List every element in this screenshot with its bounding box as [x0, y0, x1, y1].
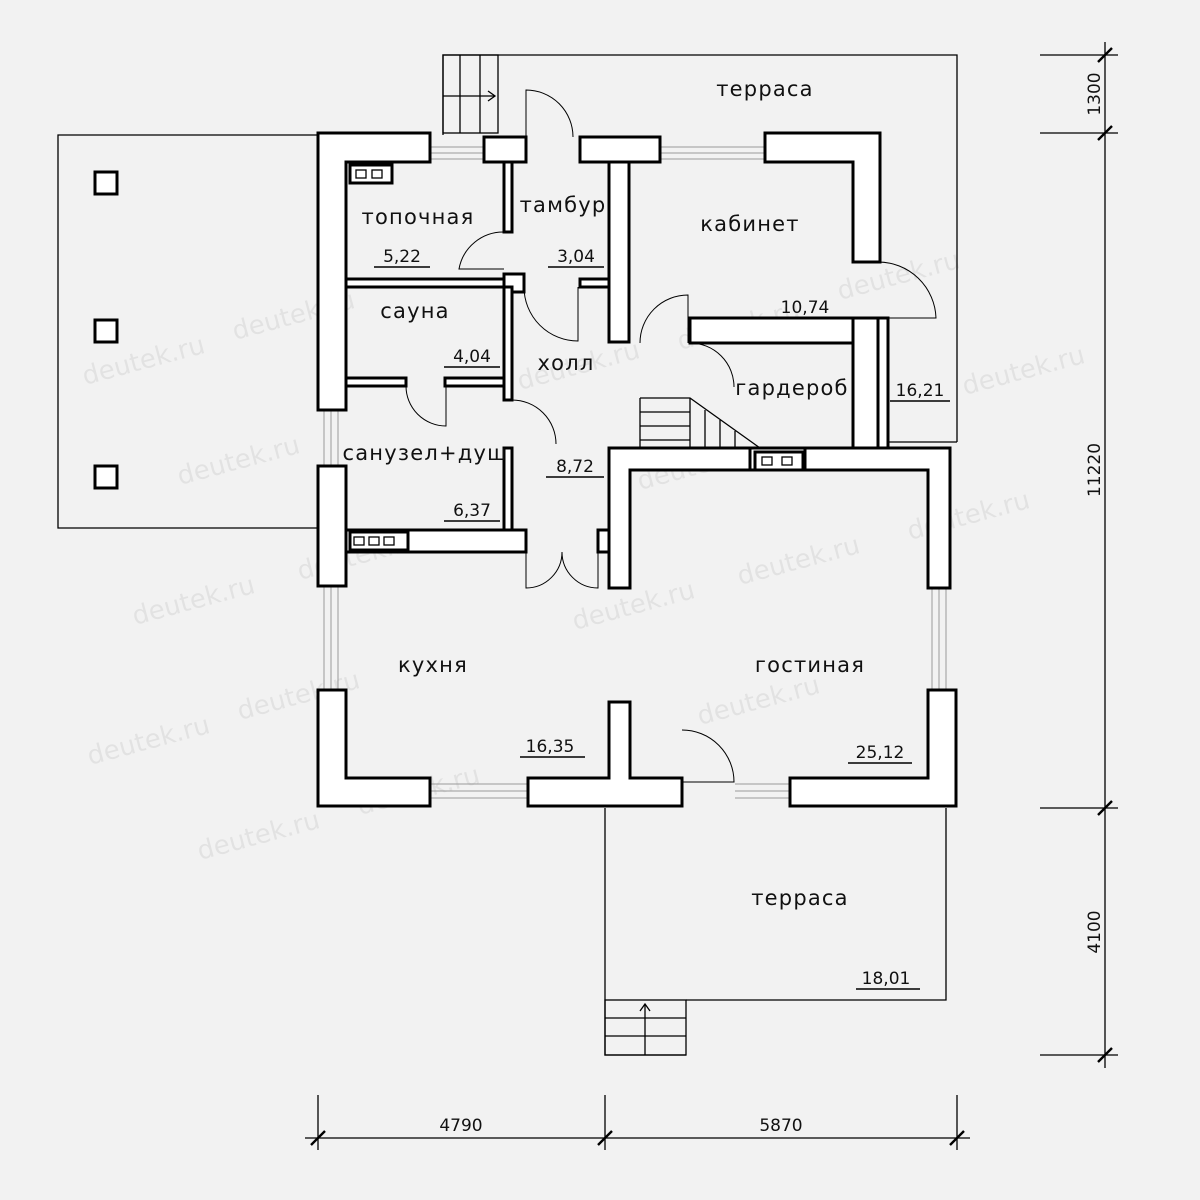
watermark: deutek.ru — [904, 485, 1033, 547]
dimension-horizontal: 4790 5870 — [305, 1095, 970, 1150]
label-terrace-bottom: терраса — [751, 886, 849, 910]
label-vestibule: тамбур — [520, 193, 607, 217]
dim-right-width: 5870 — [759, 1116, 802, 1136]
area-kitchen: 16,35 — [526, 737, 575, 757]
walls — [316, 131, 958, 808]
dim-house-depth: 11220 — [1085, 443, 1105, 497]
dimension-vertical: 1300 11220 4100 — [1040, 42, 1118, 1068]
area-bathroom: 6,37 — [453, 501, 491, 521]
label-terrace-top: терраса — [716, 77, 814, 101]
label-boiler-room: топочная — [362, 205, 475, 229]
doors — [405, 89, 937, 783]
area-sauna: 4,04 — [453, 347, 491, 367]
watermark: deutek.ru — [194, 805, 323, 867]
watermark: deutek.ru — [569, 575, 698, 637]
area-living-room: 25,12 — [856, 743, 905, 763]
label-office: кабинет — [700, 212, 799, 236]
watermark: deutek.ru — [694, 670, 823, 732]
area-side-terrace: 16,21 — [896, 381, 945, 401]
entry-stairs-top — [442, 54, 499, 134]
label-kitchen: кухня — [398, 653, 468, 677]
area-vestibule: 3,04 — [557, 247, 595, 267]
dim-top-depth: 1300 — [1085, 72, 1105, 115]
watermark: deutek.ru — [174, 430, 303, 492]
area-hall: 8,72 — [556, 457, 594, 477]
area-terrace-bottom: 18,01 — [862, 969, 911, 989]
interior-stair — [639, 397, 761, 449]
area-boiler-room: 5,22 — [383, 247, 421, 267]
label-sauna: сауна — [380, 299, 449, 323]
watermark: deutek.ru — [959, 340, 1088, 402]
windows — [323, 146, 947, 799]
vent-blocks — [348, 163, 805, 552]
watermark: deutek.ru — [129, 570, 258, 632]
terrace-top-outline — [442, 54, 958, 443]
post — [93, 464, 119, 490]
label-hall: холл — [538, 351, 595, 375]
room-labels: терраса топочная 5,22 тамбур 3,04 кабине… — [342, 77, 950, 990]
label-bathroom: санузел+душ — [342, 441, 507, 465]
carport — [57, 134, 318, 529]
post — [93, 318, 119, 344]
watermark: deutek.ru — [734, 530, 863, 592]
terrace-bottom-outline — [604, 808, 947, 1056]
watermark: deutek.ru — [84, 710, 213, 772]
label-wardrobe: гардероб — [735, 376, 848, 400]
dim-left-width: 4790 — [439, 1116, 482, 1136]
dim-terrace-depth: 4100 — [1085, 910, 1105, 953]
label-living-room: гостиная — [755, 653, 865, 677]
post — [93, 170, 119, 196]
area-office: 10,74 — [781, 298, 830, 318]
